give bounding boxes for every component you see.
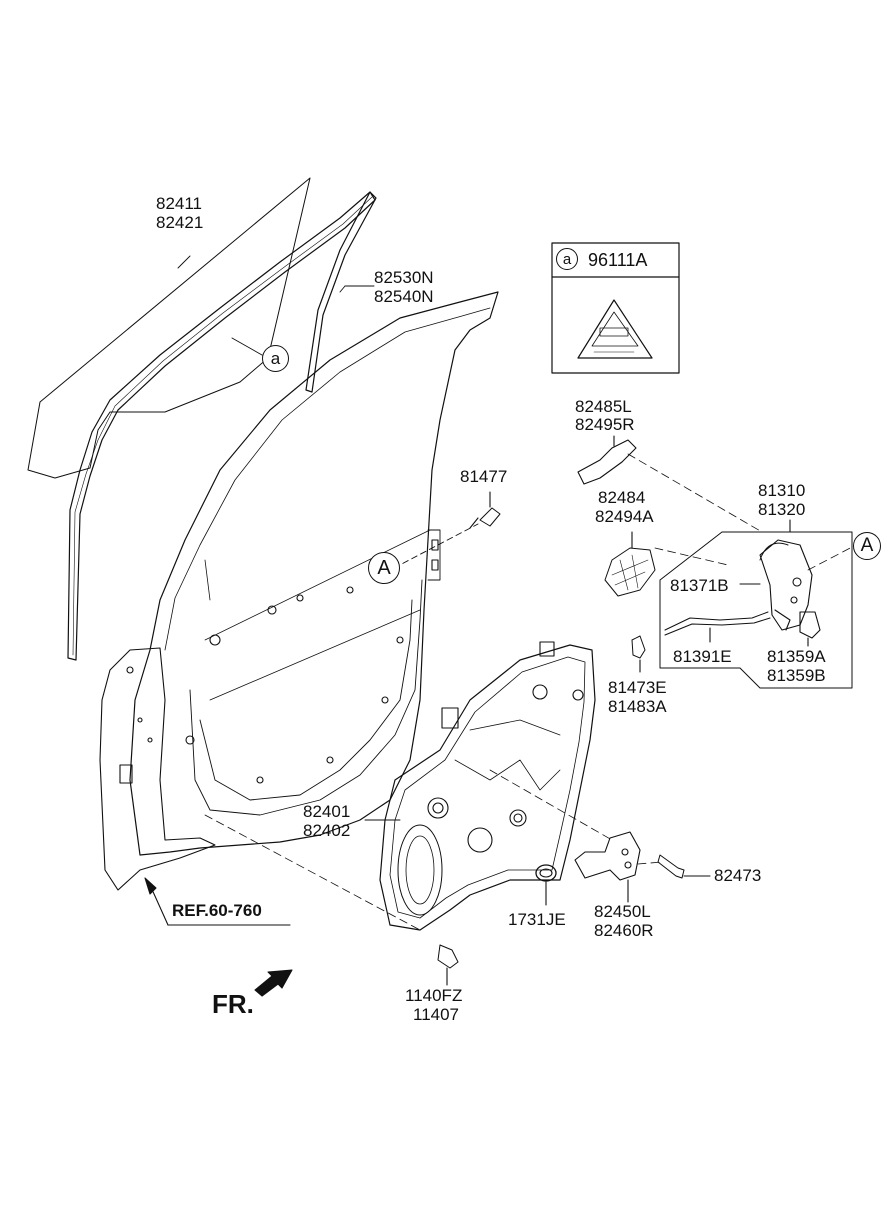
label-latch-sub-2: 81359B <box>767 666 826 685</box>
label-cable-e: 81391E <box>673 647 732 666</box>
label-cover-2: 82494A <box>595 507 654 526</box>
rear-channel-strip <box>305 191 377 393</box>
label-channel-2: 82540N <box>374 287 434 306</box>
label-box <box>551 242 680 374</box>
label-module-1: 82401 <box>303 802 351 821</box>
label-latch-2: 81320 <box>758 500 806 519</box>
label-reference: REF.60-760 <box>172 901 262 920</box>
label-cable-b: 81371B <box>670 576 729 595</box>
bracket-82485l <box>577 435 637 485</box>
glass-run-channel <box>67 191 376 661</box>
label-direction: FR. <box>212 989 254 1019</box>
screw-82473 <box>657 854 711 879</box>
leader-lines <box>177 255 479 821</box>
callout-A-latch: A <box>853 532 881 560</box>
label-motor-2: 82460R <box>594 921 654 940</box>
dashed-lines <box>204 453 857 931</box>
label-channel-1: 82530N <box>374 268 434 287</box>
label-screw: 82473 <box>714 866 762 885</box>
label-bolt-bottom-2: 11407 <box>413 1005 460 1024</box>
latch-group-box <box>659 519 853 689</box>
cover-82484 <box>604 531 656 597</box>
latch-assembly <box>759 539 821 647</box>
door-module-panel <box>379 641 596 931</box>
label-bracket-2: 82495R <box>575 415 635 434</box>
label-module-2: 82402 <box>303 821 351 840</box>
label-grommet: 1731JE <box>508 910 566 929</box>
label-bolt-top: 81477 <box>460 467 508 486</box>
label-clip-1: 81473E <box>608 678 667 697</box>
door-inner-panel <box>129 291 499 856</box>
label-clip-2: 81483A <box>608 697 667 716</box>
ref-pointer <box>144 877 291 926</box>
label-motor-1: 82450L <box>594 902 651 921</box>
label-box-marker: a <box>556 248 578 270</box>
label-bracket-1: 82485L <box>575 397 632 416</box>
callout-a-glass: a <box>262 345 289 372</box>
door-glass <box>27 177 311 479</box>
bolt-1140fz <box>437 944 459 986</box>
fr-arrow <box>254 969 293 997</box>
label-cover-1: 82484 <box>598 488 646 507</box>
grommet <box>535 864 557 906</box>
door-outer-shell <box>99 647 216 891</box>
label-bolt-bottom-1: 1140FZ <box>405 986 463 1005</box>
clip-81473e <box>631 635 646 673</box>
latch-cables <box>664 542 789 643</box>
bolt-81477 <box>469 491 501 529</box>
label-glass-1: 82411 <box>156 194 203 213</box>
label-latch-sub-1: 81359A <box>767 647 826 666</box>
regulator-motor <box>574 831 641 903</box>
callout-A-door: A <box>368 552 400 584</box>
label-glass-2: 82421 <box>156 213 204 232</box>
label-box-part: 96111A <box>588 250 648 270</box>
label-latch-1: 81310 <box>758 481 806 500</box>
